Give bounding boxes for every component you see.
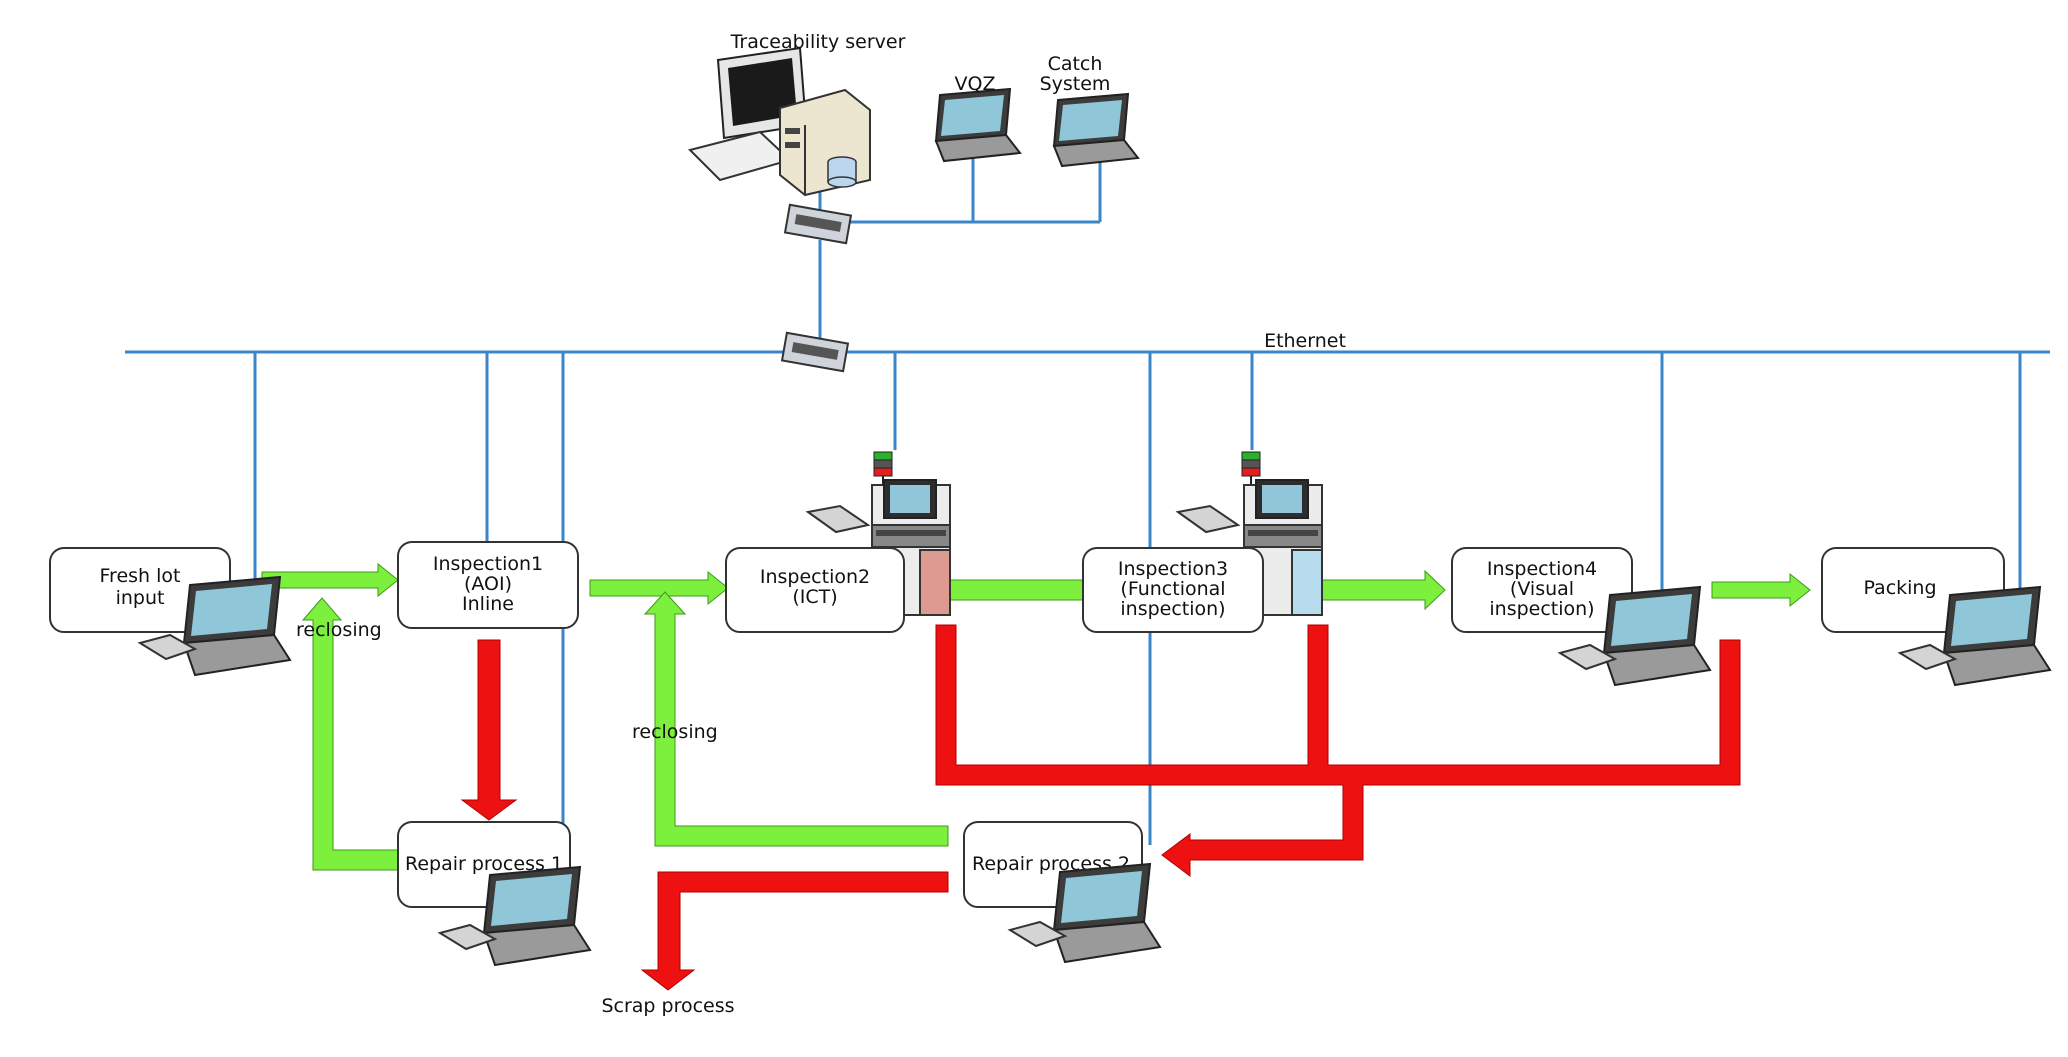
inspection3-label: Inspection3 [1118,558,1228,580]
server-label: Traceability server [730,31,906,53]
fresh-lot-label: input [116,587,165,609]
repair1-label: Repair process 1 [405,853,563,875]
fail-arrow-inspection1 [460,639,518,821]
packing-label: Packing [1863,577,1936,599]
scrap-process-label: Scrap process [601,995,734,1017]
inspection3-label: (Functional [1120,578,1225,600]
laptop-icon [1007,862,1162,964]
reclosing-label-2: reclosing [632,721,718,743]
catch-system-label: System [1040,73,1111,95]
pass-arrow-insp3-to-insp4 [1304,569,1446,611]
process-boxes [49,541,2005,908]
box-inspection2 [725,547,905,633]
box-inspection4 [1451,547,1633,633]
inspection4-label: Inspection4 [1487,558,1597,580]
inspection4-label: (Visual [1510,578,1574,600]
pass-arrow-insp4-to-packing [1711,572,1811,608]
laptop-icon [1052,92,1140,168]
switch-icon [780,331,850,373]
box-inspection3 [1082,547,1264,633]
inspection2-label: Inspection2 [760,566,870,588]
fail-collector [935,624,1741,877]
inspection1-label: Inspection1 [433,553,543,575]
server-computer-icon [688,46,871,197]
fresh-lot-label: Fresh lot [100,565,181,587]
pass-arrow-insp1-to-insp2 [589,570,729,606]
reclosing-label-1: reclosing [296,619,382,641]
box-inspection1 [397,541,579,629]
reclosing-arrow-1 [301,597,399,871]
laptop-icon [137,575,292,677]
reclosing-arrow-2 [643,591,949,847]
switch-icon [783,203,853,245]
inspection4-label: inspection) [1489,598,1594,620]
pass-arrow-fresh-to-insp1 [261,562,399,598]
inspection1-label: Inline [462,593,514,615]
laptop-icon [1897,585,2052,687]
fail-arrows [460,624,1741,991]
vqz-label: VQZ [955,73,996,95]
laptop-icon [437,865,592,967]
ethernet-label: Ethernet [1264,330,1346,352]
pass-arrows [261,562,1811,871]
laptop-icon [934,87,1022,163]
inspection1-label: (AOI) [464,573,512,595]
inspection2-label: (ICT) [792,586,837,608]
laptop-icon [1557,585,1712,687]
network-lines [125,150,2050,910]
catch-system-label: Catch [1048,53,1103,75]
scrap-arrow [640,871,949,991]
inspection3-label: inspection) [1120,598,1225,620]
